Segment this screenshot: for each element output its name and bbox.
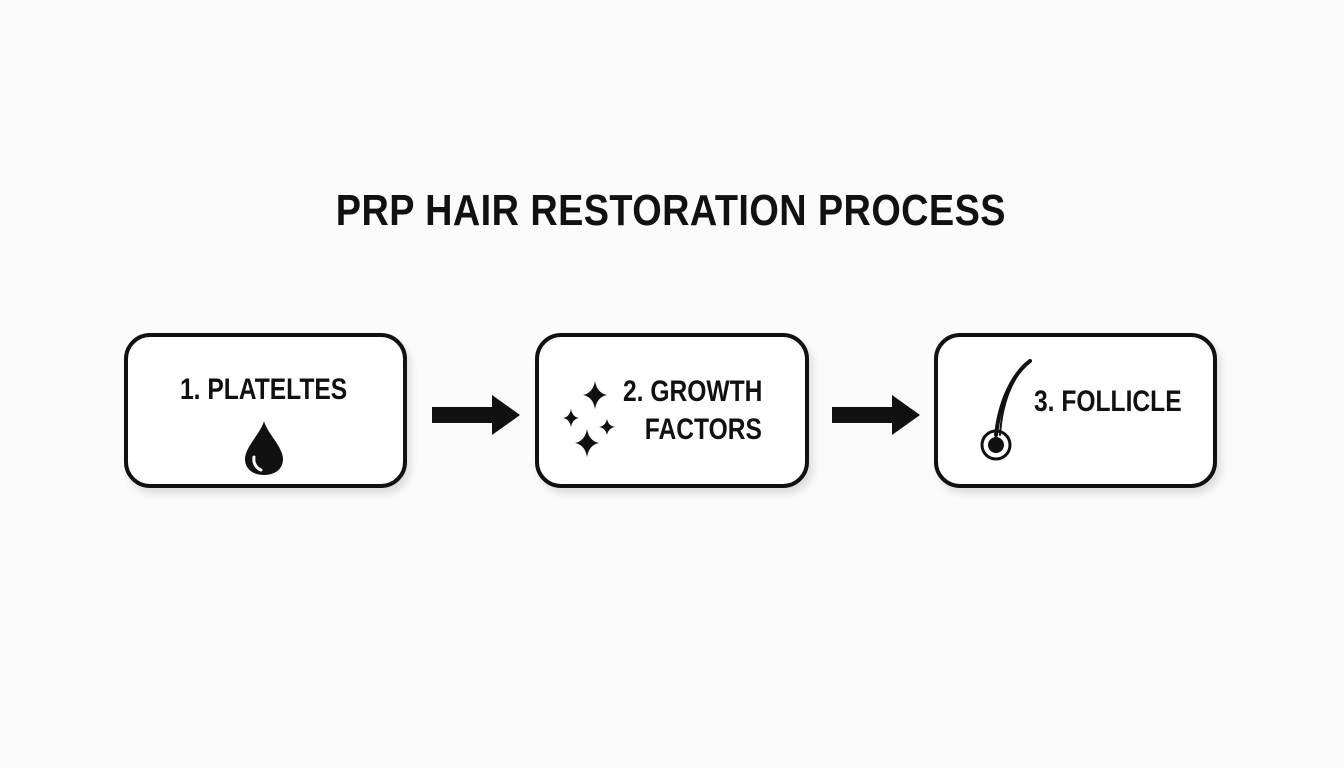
hair-follicle-icon [980, 359, 1032, 461]
step-platelets: 1. PLATELTES [124, 333, 407, 488]
step-label-line-2: FACTORS [644, 413, 762, 446]
step-label-line-1: 2. GROWTH [623, 375, 763, 408]
blood-drop-icon [245, 421, 283, 475]
step-label: 1. PLATELTES [180, 373, 348, 406]
step-label: 3. FOLLICLE [1034, 385, 1182, 418]
arrow-right-icon [832, 395, 920, 435]
sparkles-icon [563, 381, 615, 457]
step-follicle: 3. FOLLICLE [934, 333, 1217, 488]
diagram-title: PRP HAIR RESTORATION PROCESS [335, 186, 1006, 235]
step-growth-factors: 2. GROWTH FACTORS [535, 333, 809, 488]
arrow-right-icon [432, 395, 520, 435]
step-label: 2. GROWTH FACTORS [623, 373, 762, 449]
